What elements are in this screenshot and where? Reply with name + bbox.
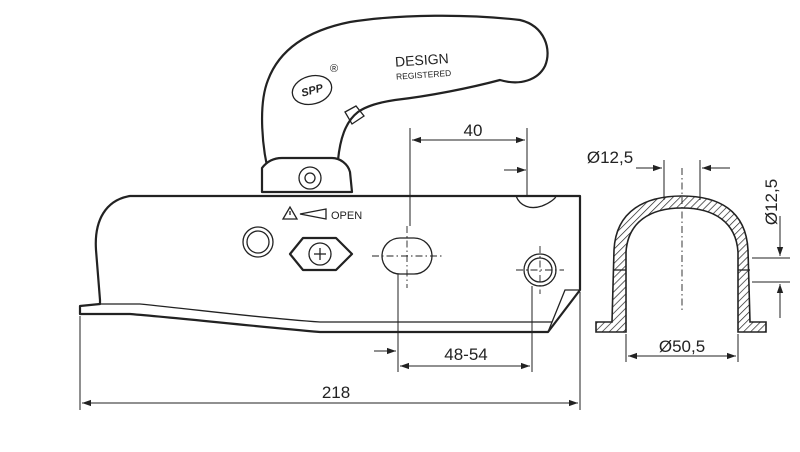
dimension-rod-diameter-label: Ø12,5 (587, 148, 633, 167)
socket-recess (515, 195, 557, 209)
bracket-pivot-outer (298, 166, 322, 190)
dimension-48-54-label: 48-54 (444, 345, 487, 364)
dimension-inner-width: Ø50,5 (625, 334, 739, 362)
housing-flange-line (100, 303, 552, 323)
coupling-side-view (78, 14, 582, 334)
dimension-48-54: 48-54 (374, 274, 533, 372)
coupling-handle (261, 14, 549, 180)
warning-triangle-icon (281, 205, 299, 220)
open-label: OPEN (331, 210, 362, 222)
dimension-40: 40 (409, 121, 528, 226)
u-clamp-profile (595, 195, 767, 333)
mounting-hole-left-inner (246, 230, 270, 254)
dimension-inner-width-label: Ø50,5 (659, 337, 705, 356)
logo-ellipse (291, 74, 333, 106)
registered-mark: ® (330, 63, 338, 75)
logo-mark: SPP (291, 74, 333, 106)
dimension-218-label: 218 (322, 383, 350, 402)
wedge-arrow-icon (299, 208, 327, 220)
design-label: DESIGN (395, 50, 450, 70)
dimension-40-label: 40 (464, 121, 483, 140)
dimension-rod-diameter: Ø12,5 (587, 148, 730, 200)
handle-bracket (260, 156, 354, 194)
u-clamp-section (595, 195, 767, 333)
dimension-clamp-thickness: Ø12,5 (752, 179, 790, 318)
registered-label: REGISTERED (396, 68, 452, 82)
safety-indicator (288, 236, 354, 272)
dimension-218: 218 (79, 292, 581, 410)
handle-inner-step (344, 105, 365, 125)
mounting-hole-left (242, 226, 274, 258)
logo-text: SPP (300, 82, 325, 99)
dimension-clamp-thickness-label: Ø12,5 (762, 179, 781, 225)
bracket-pivot-inner (304, 172, 316, 184)
housing-end-detail (547, 289, 580, 333)
